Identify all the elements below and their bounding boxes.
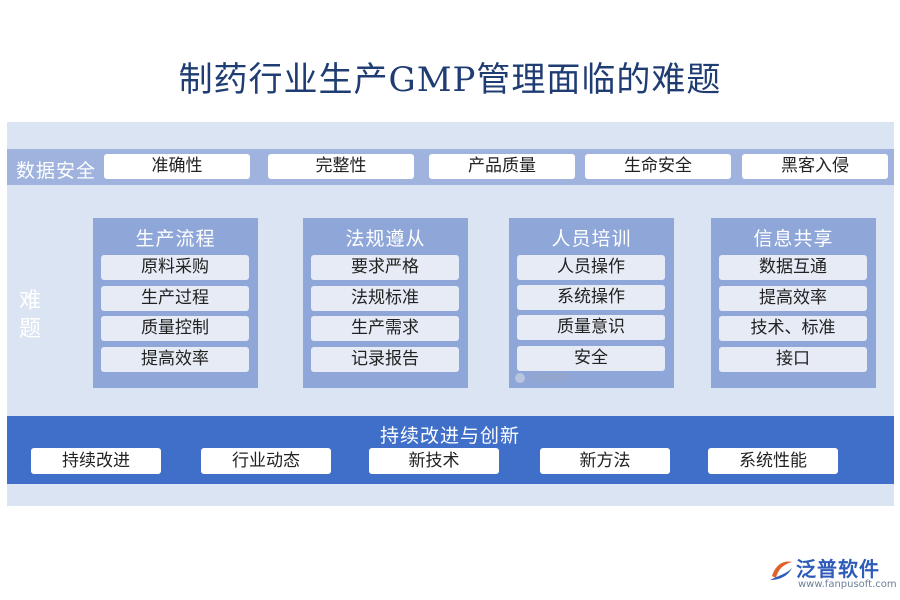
watermark-text: 泛普软件 xyxy=(527,371,571,384)
group-item: 安全 xyxy=(517,346,665,371)
improvement-item: 行业动态 xyxy=(201,448,331,474)
challenges-label: 难题 xyxy=(18,289,41,342)
group-item: 法规标准 xyxy=(311,286,459,311)
brand-url: www.fanpusoft.com xyxy=(798,579,897,590)
challenge-group-production: 生产流程 原料采购 生产过程 质量控制 提高效率 xyxy=(93,218,258,388)
group-item: 记录报告 xyxy=(311,347,459,372)
group-item: 生产过程 xyxy=(101,286,249,311)
watermark-logo-icon xyxy=(515,373,525,383)
challenge-group-info-sharing: 信息共享 数据互通 提高效率 技术、标准 接口 xyxy=(711,218,876,388)
group-item: 要求严格 xyxy=(311,255,459,280)
group-item: 提高效率 xyxy=(101,347,249,372)
improvement-item: 新方法 xyxy=(540,448,670,474)
group-item: 人员操作 xyxy=(517,255,665,280)
group-title: 信息共享 xyxy=(753,228,834,250)
brand-name: 泛普软件 xyxy=(796,557,880,581)
watermark: 泛普软件 xyxy=(515,369,571,385)
page-title: 制药行业生产GMP管理面临的难题 xyxy=(178,60,722,100)
group-item: 接口 xyxy=(719,347,867,372)
group-item: 系统操作 xyxy=(517,285,665,310)
group-title: 法规遵从 xyxy=(345,228,426,250)
improvement-item: 新技术 xyxy=(369,448,499,474)
group-item: 质量控制 xyxy=(101,316,249,341)
group-title: 人员培训 xyxy=(551,228,632,250)
challenge-group-compliance: 法规遵从 要求严格 法规标准 生产需求 记录报告 xyxy=(303,218,468,388)
data-security-label: 数据安全 xyxy=(16,160,97,182)
group-title: 生产流程 xyxy=(135,228,216,250)
group-item: 技术、标准 xyxy=(719,316,867,341)
brand-swoosh-icon xyxy=(770,561,792,580)
data-security-item: 产品质量 xyxy=(429,154,575,179)
challenge-group-training: 人员培训 人员操作 系统操作 质量意识 安全 xyxy=(509,218,674,388)
improvement-item: 持续改进 xyxy=(31,448,161,474)
group-item: 生产需求 xyxy=(311,316,459,341)
group-item: 数据互通 xyxy=(719,255,867,280)
group-item: 质量意识 xyxy=(517,315,665,340)
improvement-title: 持续改进与创新 xyxy=(379,425,520,447)
brand-logo: 泛普软件 www.fanpusoft.com xyxy=(768,552,897,592)
data-security-item: 黑客入侵 xyxy=(742,154,888,179)
group-item: 原料采购 xyxy=(101,255,249,280)
data-security-item: 准确性 xyxy=(104,154,250,179)
data-security-item: 完整性 xyxy=(268,154,414,179)
improvement-item: 系统性能 xyxy=(708,448,838,474)
group-item: 提高效率 xyxy=(719,286,867,311)
data-security-item: 生命安全 xyxy=(585,154,731,179)
